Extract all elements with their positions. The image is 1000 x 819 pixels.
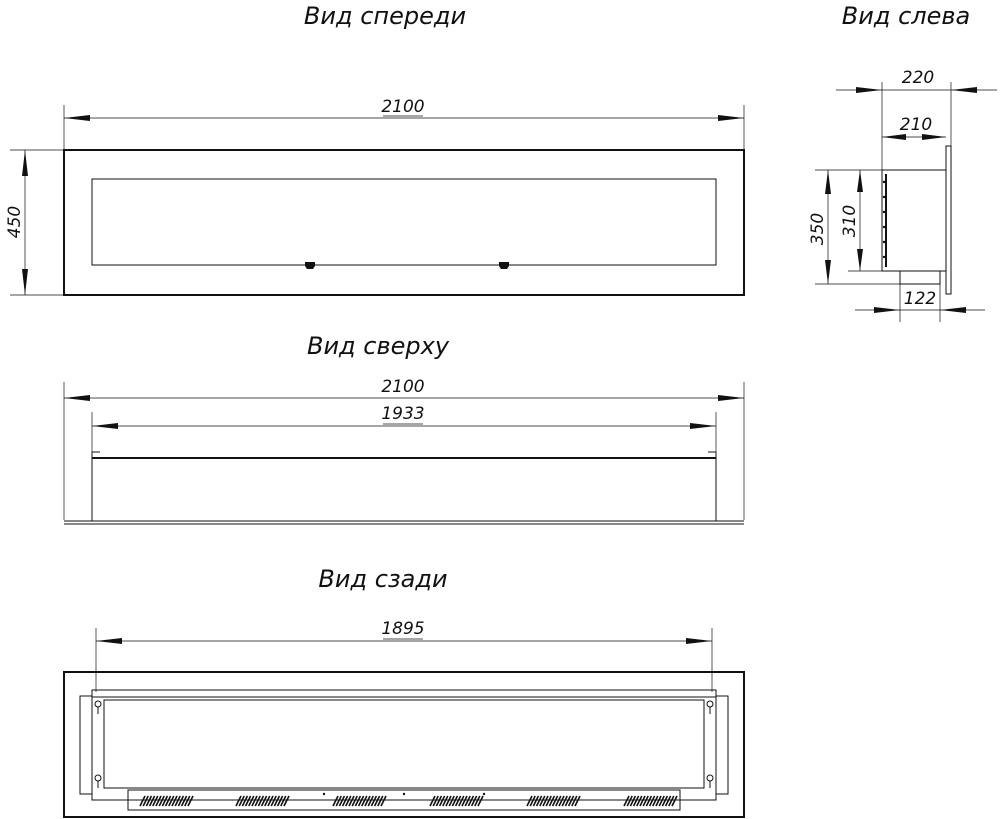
top-2100-label: 2100 <box>381 377 424 397</box>
left-220-arrow-left <box>856 87 882 93</box>
left-350-arrow-top <box>825 170 831 194</box>
vent-slot-group <box>235 795 290 807</box>
back-keyhole-top-right <box>706 700 714 714</box>
left-210-arrow-right <box>922 134 946 140</box>
left-210-label: 210 <box>900 115 932 135</box>
back-vent-slots <box>139 795 678 807</box>
left-350-label: 350 <box>808 213 828 245</box>
front-height-arrow-top <box>22 150 28 176</box>
left-view: Вид слева 220 210 <box>808 2 997 322</box>
vent-slot-group <box>526 795 581 807</box>
left-122-arrow-left <box>874 307 900 313</box>
left-bottom-foot <box>899 270 941 285</box>
back-body-frame <box>91 689 717 801</box>
back-1895-arrow-right <box>686 638 712 644</box>
left-220-arrow-right <box>951 87 977 93</box>
top-1933-arrow-right <box>690 423 716 429</box>
left-220-label: 220 <box>902 68 934 88</box>
front-view-title: Вид спереди <box>304 2 466 30</box>
front-view: Вид спереди 2100 450 <box>5 2 745 296</box>
left-122-label: 122 <box>904 289 936 309</box>
back-keyhole-bottom-right <box>706 774 714 788</box>
vent-slot-group <box>623 795 678 807</box>
left-350-arrow-bottom <box>825 260 831 284</box>
left-front-plate <box>945 145 952 295</box>
vent-slot-group <box>139 795 194 807</box>
front-width-arrow-right <box>718 115 744 121</box>
back-body-inner <box>103 699 705 789</box>
top-2100-arrow-right <box>718 395 744 401</box>
vent-slot-group <box>332 795 387 807</box>
back-view: Вид сзади 1895 <box>63 565 745 818</box>
back-bracket-right <box>715 695 729 795</box>
front-knob-right <box>499 262 509 269</box>
front-height-label: 450 <box>5 206 25 238</box>
left-310-arrow-top <box>857 170 863 192</box>
top-1933-arrow-left <box>92 423 118 429</box>
back-1895-arrow-left <box>96 638 122 644</box>
left-122-arrow-right <box>940 307 966 313</box>
vent-slot-group <box>429 795 484 807</box>
back-keyhole-bottom-left <box>94 774 102 788</box>
front-width-label: 2100 <box>381 97 424 117</box>
back-screw-3 <box>482 792 486 796</box>
back-outer-plate <box>63 671 745 818</box>
back-vent-strip <box>127 789 681 811</box>
front-height-arrow-bottom <box>22 269 28 295</box>
top-view-title: Вид сверху <box>307 332 450 360</box>
back-1895-label: 1895 <box>381 619 424 639</box>
back-keyhole-top-left <box>94 700 102 714</box>
left-310-label: 310 <box>840 205 860 237</box>
front-width-arrow-left <box>64 115 90 121</box>
front-opening-outline <box>91 178 717 266</box>
top-2100-arrow-left <box>64 395 90 401</box>
left-body-outline <box>881 169 947 272</box>
front-body-outline <box>63 149 745 296</box>
back-screw-1 <box>322 792 326 796</box>
top-view: Вид сверху 2100 1933 <box>63 332 745 525</box>
left-310-arrow-bottom <box>857 249 863 271</box>
top-1933-label: 1933 <box>381 404 424 424</box>
back-view-title: Вид сзади <box>318 565 447 593</box>
left-view-title: Вид слева <box>842 2 970 30</box>
left-210-arrow-left <box>882 134 906 140</box>
front-knob-left <box>305 262 315 269</box>
back-screw-2 <box>402 792 406 796</box>
back-bracket-left <box>79 695 93 795</box>
left-rivets <box>882 180 886 259</box>
